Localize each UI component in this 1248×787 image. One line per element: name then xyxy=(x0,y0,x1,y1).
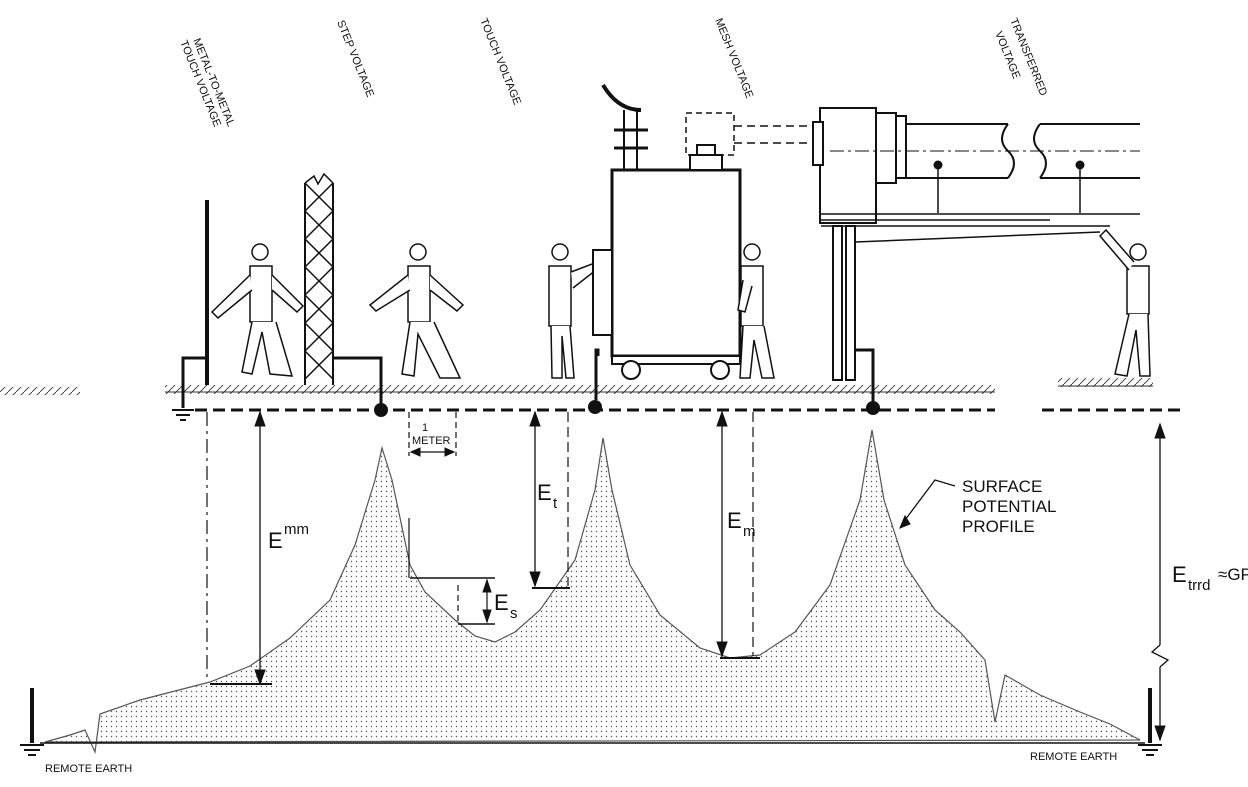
label-emm: E mm xyxy=(268,521,309,553)
label-et-main: E xyxy=(537,480,552,505)
label-etrrd-sub: trrd xyxy=(1188,577,1211,594)
label-es-main: E xyxy=(494,590,509,615)
label-es-sub: s xyxy=(510,605,518,622)
surface-potential-profile xyxy=(40,429,1145,755)
label-mesh-voltage: MESH VOLTAGE xyxy=(712,17,755,100)
person-mesh-voltage xyxy=(737,243,775,379)
label-step-voltage: STEP VOLTAGE xyxy=(334,19,376,99)
label-touch-voltage: TOUCH VOLTAGE xyxy=(477,17,523,107)
label-es: E s xyxy=(494,590,518,622)
label-remote-earth-right: REMOTE EARTH xyxy=(1030,751,1117,763)
top-labels: METAL-TO-METAL TOUCH VOLTAGE STEP VOLTAG… xyxy=(177,17,1049,129)
ground-surface xyxy=(0,378,1153,395)
label-remote-earth-left: REMOTE EARTH xyxy=(45,763,132,775)
remote-earth-left-ground-icon xyxy=(20,688,44,756)
label-surface-line3: PROFILE xyxy=(962,517,1035,536)
label-surface-potential-profile: SURFACE POTENTIAL PROFILE xyxy=(962,477,1056,536)
label-surface-line1: SURFACE xyxy=(962,477,1042,496)
fence-post-ground xyxy=(172,200,209,421)
label-et-sub: t xyxy=(553,495,558,512)
switchgear xyxy=(812,107,1140,402)
label-etrrd-approx: ≈GPR xyxy=(1218,565,1248,584)
lattice-tower xyxy=(304,172,383,405)
measurement-lines xyxy=(206,410,1170,742)
label-emm-sub: mm xyxy=(284,521,309,538)
label-surface-line2: POTENTIAL xyxy=(962,497,1056,516)
label-etrrd-main: E xyxy=(1172,562,1187,587)
label-em-main: E xyxy=(727,508,742,533)
person-touch-voltage xyxy=(548,243,598,379)
transformer xyxy=(592,83,813,400)
person-step-voltage xyxy=(368,243,465,379)
person-transferred-voltage xyxy=(1098,228,1151,377)
label-em: E m xyxy=(727,508,756,540)
remote-earth-right-ground-icon xyxy=(1138,688,1162,756)
label-etrrd: E trrd ≈GPR xyxy=(1172,562,1248,594)
label-em-sub: m xyxy=(743,523,756,540)
ground-grid-line xyxy=(195,400,1182,417)
label-one: 1 xyxy=(422,422,428,434)
person-metal-to-metal xyxy=(210,243,305,377)
label-emm-main: E xyxy=(268,528,283,553)
label-meter: METER xyxy=(412,435,451,447)
label-et: E t xyxy=(537,480,558,512)
